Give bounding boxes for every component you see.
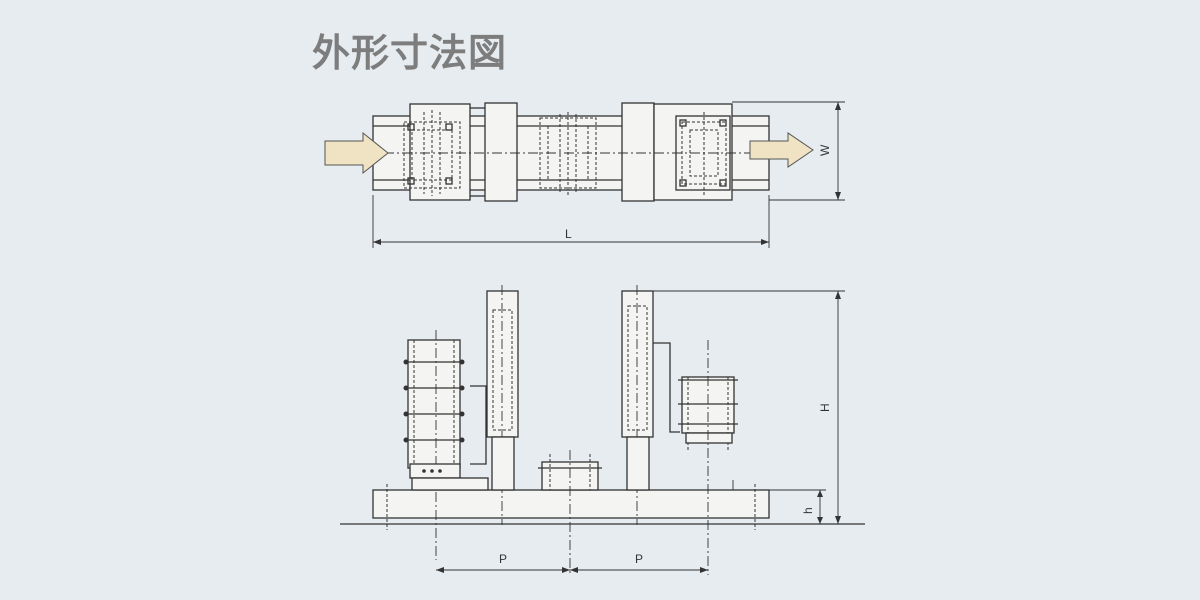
pitch-right-label: P — [635, 552, 643, 566]
base-plate — [372, 489, 770, 519]
page-title: 外形寸法図 — [312, 31, 508, 75]
top-view: W L — [324, 101, 845, 248]
right-upright-top — [621, 102, 655, 202]
inlet-arrow-icon — [324, 131, 389, 175]
width-dimension: W — [732, 101, 845, 201]
height-dimension: H — [653, 290, 845, 524]
base-height-label: h — [801, 507, 815, 514]
side-view: H h P P — [340, 285, 865, 575]
height-label: H — [818, 403, 832, 412]
right-upright-side — [621, 285, 654, 525]
right-carrier-side — [678, 340, 738, 575]
pitch-left-label: P — [499, 552, 507, 566]
left-upright-top — [484, 102, 518, 202]
base-height-dimension: h — [769, 489, 826, 524]
left-upright-side — [486, 285, 519, 525]
length-dimension: L — [372, 195, 770, 248]
length-label: L — [565, 227, 572, 241]
left-carrier-stack — [403, 330, 489, 560]
pitch-dimensions: P P — [436, 552, 708, 573]
width-label: W — [818, 144, 832, 156]
outlet-arrow-icon — [749, 132, 814, 168]
middle-carrier-side — [538, 450, 602, 575]
